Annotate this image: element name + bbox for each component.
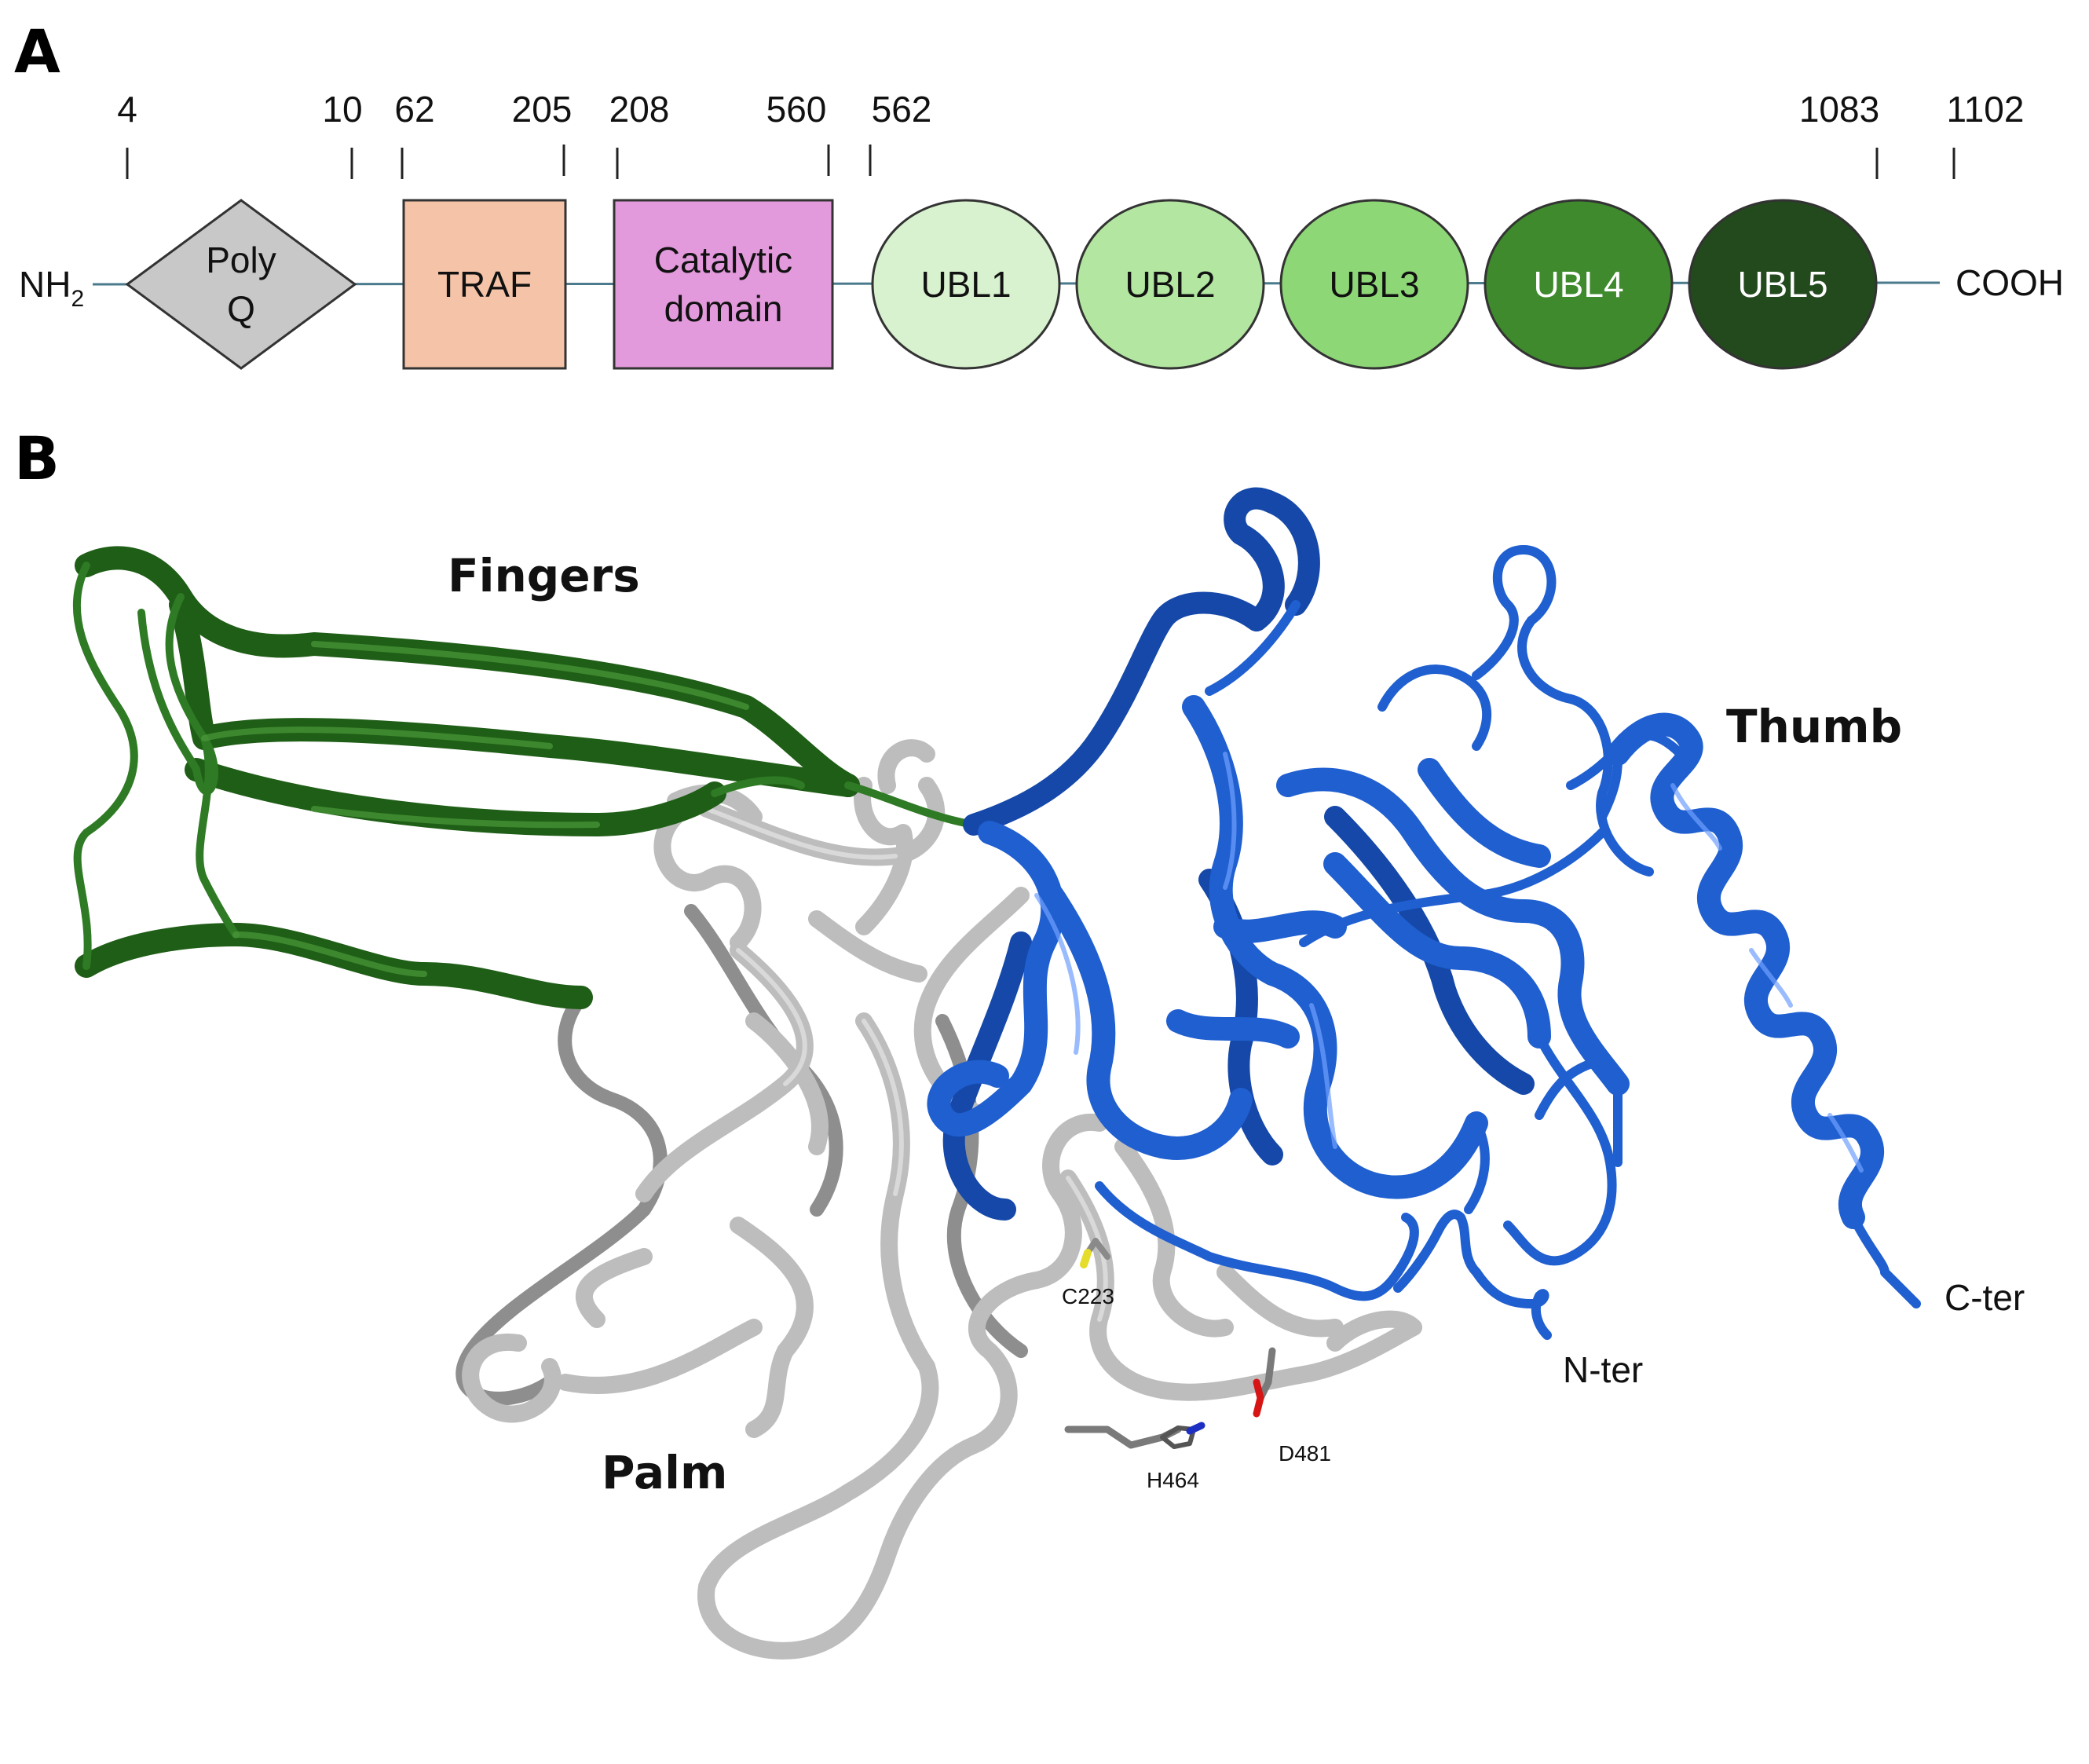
palm-label: Palm [602, 1446, 727, 1499]
domain-catalytic-domain: Catalytic domain [613, 199, 834, 370]
thumb-label: Thumb [1726, 700, 1902, 753]
position-label: 4 [117, 89, 137, 130]
position-label: 560 [766, 89, 827, 130]
position-label: 562 [872, 89, 932, 130]
domain-label: Catalytic [654, 240, 792, 280]
domain-label: Poly [206, 240, 276, 280]
domain-ubl4: UBL4 [1484, 199, 1674, 370]
position-labels: 4 10 62 205 208 560 562 1083 1102 [117, 89, 2024, 130]
domain-shape [1688, 199, 1878, 370]
domain-shape [402, 199, 567, 370]
his464-nitrogen [1186, 1422, 1205, 1435]
position-label: 1083 [1799, 89, 1879, 130]
domain-label: domain [664, 288, 783, 329]
domain-label: UBL5 [1737, 264, 1827, 305]
domain-shape [1484, 199, 1674, 370]
his464-ring [1160, 1425, 1196, 1449]
domain-ubl5: UBL5 [1688, 199, 1878, 370]
n-terminus-label: N-ter [1563, 1349, 1643, 1390]
domain-ubl3: UBL3 [1279, 199, 1469, 370]
domain-shape [125, 199, 357, 370]
residue-label: C223 [1062, 1284, 1114, 1308]
fingers-label: Fingers [448, 549, 640, 602]
domain-label: UBL1 [920, 264, 1011, 305]
asp481-oxygen [1253, 1378, 1264, 1418]
fingers-domain-ribbon [72, 546, 978, 1009]
n-terminus-label: NH2 [19, 264, 84, 312]
position-label: 62 [394, 89, 434, 130]
panel-b: B [14, 423, 2025, 1660]
domain-label: UBL3 [1329, 264, 1419, 305]
domain-shape [1279, 199, 1469, 370]
cys223-sidechain [1085, 1238, 1110, 1260]
domain-shape [1075, 199, 1265, 370]
active-site-residues [1064, 1238, 1276, 1449]
domain-ubl1: UBL1 [871, 199, 1061, 370]
panel-b-label: B [14, 423, 60, 493]
domain-label: UBL4 [1533, 264, 1623, 305]
position-ticks [126, 145, 1955, 179]
thumb-domain-ribbon [927, 487, 1921, 1340]
cys223-sulfur [1080, 1249, 1092, 1268]
domain-traf: TRAF [402, 199, 567, 370]
position-label: 205 [512, 89, 573, 130]
residue-label: H464 [1147, 1468, 1199, 1492]
domain-label: UBL2 [1125, 264, 1215, 305]
residue-label: D481 [1279, 1441, 1331, 1466]
domain-label: TRAF [437, 264, 532, 305]
asp481-sidechain [1257, 1347, 1276, 1402]
domain-label: Q [227, 288, 255, 329]
domain-shape [871, 199, 1061, 370]
panel-a-label: A [14, 16, 60, 86]
position-label: 1102 [1947, 89, 2025, 130]
domain-ubl2: UBL2 [1075, 199, 1265, 370]
domain-shape [613, 199, 834, 370]
c-terminus-label: COOH [1955, 262, 2064, 303]
position-label: 208 [609, 89, 670, 130]
position-label: 10 [322, 89, 362, 130]
panel-a: A 4 10 62 205 208 560 562 1083 1102 [14, 16, 2064, 370]
palm-domain-ribbon [455, 739, 1422, 1660]
c-terminus-label: C-ter [1944, 1277, 2025, 1318]
